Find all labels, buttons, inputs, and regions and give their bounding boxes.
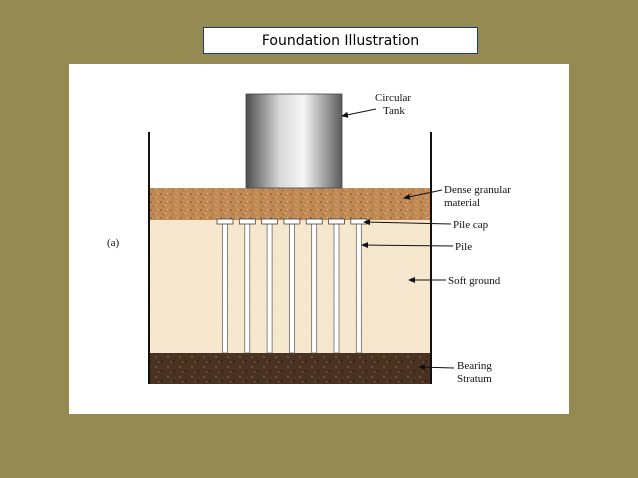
bearing-leader xyxy=(418,364,455,371)
slide-title: Foundation Illustration xyxy=(203,27,478,54)
pile-7 xyxy=(355,222,362,354)
tank-label-line2: Tank xyxy=(383,105,405,117)
pile-cap-4 xyxy=(283,218,301,225)
pile-6 xyxy=(333,222,340,354)
pile-4 xyxy=(289,222,295,354)
pile-cap-leader xyxy=(363,219,452,226)
bearing-stratum-layer xyxy=(149,353,431,384)
pile-leader xyxy=(361,242,454,249)
tank-leader xyxy=(341,108,377,118)
pile-cap-7 xyxy=(350,218,368,225)
soft-ground-label: Soft ground xyxy=(448,275,501,287)
pile-2 xyxy=(244,222,251,354)
pile-3 xyxy=(266,222,273,354)
pile-cap-5 xyxy=(305,218,323,225)
circular-tank xyxy=(245,93,343,189)
pile-5 xyxy=(311,222,318,354)
dense-label-line1: Dense granular xyxy=(444,184,511,196)
dense-granular-layer xyxy=(149,188,431,220)
bearing-label-line1: Bearing xyxy=(457,360,492,372)
pile-cap-2 xyxy=(238,218,256,225)
diagram-canvas: (a) Circular Tank Dense granular materia… xyxy=(107,92,511,385)
tank-label-line1: Circular xyxy=(375,92,411,104)
dense-leader xyxy=(403,189,443,200)
pile-label: Pile xyxy=(455,241,472,253)
pile-group xyxy=(216,218,368,354)
pile-cap-label: Pile cap xyxy=(453,219,489,231)
pile-cap-6 xyxy=(328,218,345,225)
pile-1 xyxy=(222,222,228,354)
pile-cap-1 xyxy=(216,218,234,225)
foundation-diagram: (a) Circular Tank Dense granular materia… xyxy=(69,64,569,414)
dense-label-line2: material xyxy=(444,197,480,209)
panel-label: (a) xyxy=(107,237,120,249)
pile-cap-3 xyxy=(261,218,279,225)
bearing-label-line2: Stratum xyxy=(457,373,492,385)
